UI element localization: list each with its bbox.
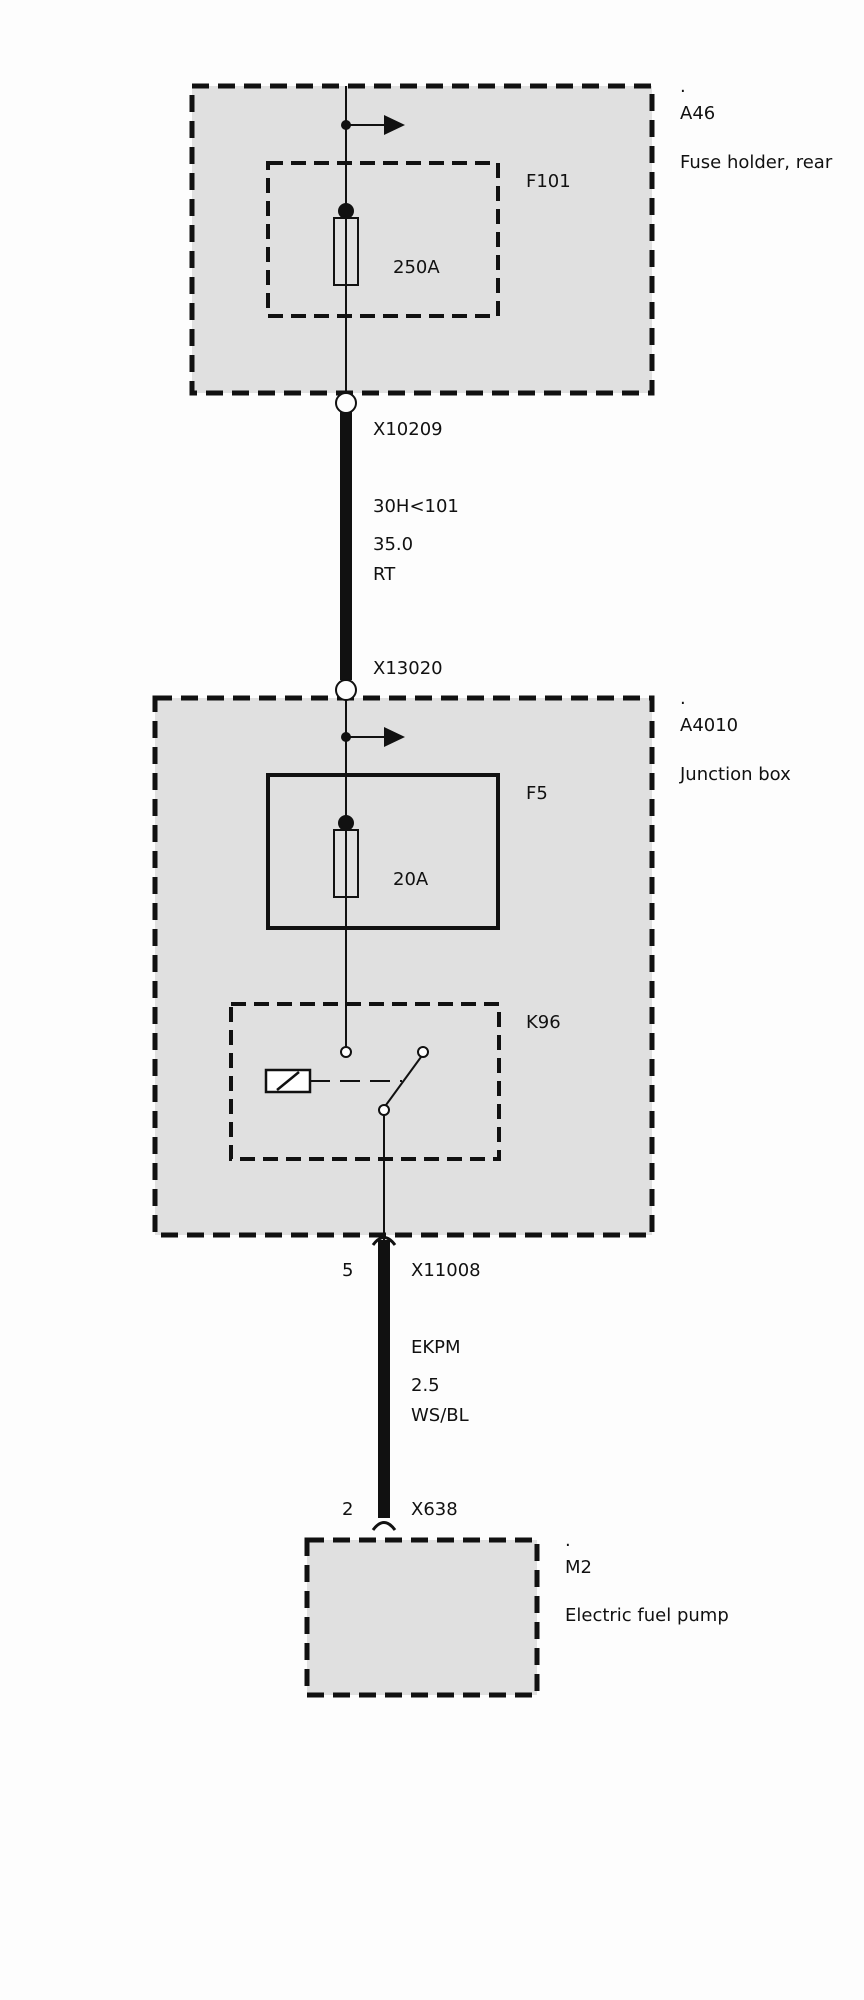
a4010-branch-arrow-icon: [384, 727, 405, 747]
f101-enclosure[interactable]: [266, 161, 500, 318]
wire2-circuit-label: EKPM: [411, 1337, 461, 1358]
x11008-connector-icon[interactable]: [371, 1236, 397, 1246]
k96-contact-no: [417, 1046, 429, 1058]
x638-pin-label: 2: [342, 1499, 353, 1520]
a46-id-label: A46: [680, 103, 715, 124]
x13020-connector-icon[interactable]: [335, 679, 357, 701]
wire1-circuit-label: 30H<101: [373, 496, 459, 517]
a46-branch-arrow-icon: [384, 115, 405, 135]
wire2-size-label: 2.5: [411, 1375, 440, 1396]
x11008-pin-label: 5: [342, 1260, 353, 1281]
a46-name-label: Fuse holder, rear: [680, 152, 833, 173]
x638-connector-icon[interactable]: [371, 1521, 397, 1531]
k96-id-label: K96: [526, 1012, 561, 1033]
k96-relay-enclosure[interactable]: [229, 1002, 501, 1161]
a4010-name-label: Junction box: [679, 764, 791, 785]
k96-contact-input: [340, 1046, 352, 1058]
k96-coil-diagonal: [276, 1071, 300, 1091]
x11008-id-label: X11008: [411, 1260, 481, 1281]
wire1-color-label: RT: [373, 564, 396, 585]
m2-name-label: Electric fuel pump: [565, 1605, 729, 1626]
wire2-color-label: WS/BL: [411, 1405, 469, 1426]
m2-fuel-pump-box[interactable]: [304, 1537, 540, 1698]
f5-id-label: F5: [526, 783, 548, 804]
wire1-size-label: 35.0: [373, 534, 413, 555]
f5-enclosure[interactable]: [266, 773, 500, 930]
m2-id-label: M2: [565, 1557, 592, 1578]
f5-rating-label: 20A: [393, 869, 429, 890]
x13020-label: X13020: [373, 658, 443, 679]
f101-terminal-dot: [338, 203, 354, 219]
a46-fuse-holder-box[interactable]: [189, 83, 655, 396]
x10209-connector-icon[interactable]: [335, 392, 357, 414]
x638-id-label: X638: [411, 1499, 458, 1520]
m2-dot: .: [565, 1530, 571, 1551]
x10209-label: X10209: [373, 419, 443, 440]
a4010-id-label: A4010: [680, 715, 738, 736]
f101-rating-label: 250A: [393, 257, 440, 278]
k96-contact-common: [378, 1104, 390, 1116]
f101-id-label: F101: [526, 171, 571, 192]
a4010-dot: .: [680, 688, 686, 709]
k96-switch-blade: [385, 1056, 422, 1106]
f5-terminal-dot: [338, 815, 354, 831]
a4010-junction-box[interactable]: [152, 695, 655, 1238]
a46-dot: .: [680, 76, 686, 97]
